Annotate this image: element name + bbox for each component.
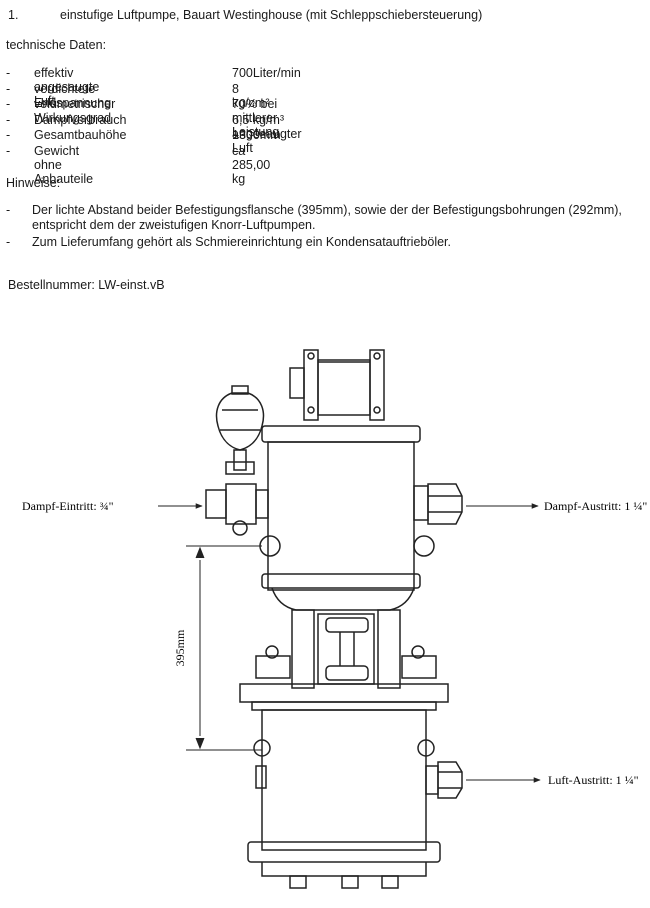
- steam-inlet-label: Dampf-Eintritt: ¾": [22, 499, 114, 513]
- air-outlet-label: Luft-Austritt: 1 ¼": [548, 773, 639, 787]
- air-outlet-fitting: [425, 761, 463, 799]
- top-flange: [289, 349, 385, 421]
- steam-outlet-label: Dampf-Austritt: 1 ¼": [544, 499, 647, 513]
- spec-value: 1300mm: [232, 128, 281, 142]
- steam-outlet-fitting: [413, 483, 463, 525]
- spec-label: verdichtete Endspannung: [34, 81, 112, 110]
- spec-label: Dampfverbrauch: [34, 112, 127, 127]
- spec-value: 8 kg/cm²: [232, 81, 270, 110]
- specs-title: technische Daten:: [6, 38, 107, 52]
- spec-value: 700Liter/min: [232, 66, 301, 80]
- notes-title: Hinweise:: [6, 176, 61, 190]
- notes-list: -Der lichte Abstand beider Befestigungsf…: [6, 203, 638, 252]
- spec-label: Gewicht ohne Anbauteile: [34, 143, 94, 186]
- connection-arrows: [158, 503, 541, 783]
- spec-value: ca 285,00 kg: [232, 143, 271, 186]
- air-cylinder: [247, 709, 441, 889]
- dimension-label: 395mm: [173, 629, 187, 666]
- order-number: Bestellnummer: LW-einst.vB: [8, 278, 165, 292]
- spec-value: 6,5 kg/m³ angesaugter Luft: [232, 112, 302, 155]
- spec-value: 70% bei mittlerer Leistung: [232, 97, 280, 139]
- pump-drawing: Dampf-Eintritt: ¾" Dampf-Austritt: 1 ¼" …: [22, 349, 647, 889]
- steam-inlet-fitting: [205, 483, 269, 536]
- lower-mounting-flange: [239, 683, 449, 711]
- steam-cylinder: [259, 425, 435, 611]
- heading-title: einstufige Luftpumpe, Bauart Westinghous…: [60, 8, 483, 22]
- middle-frame: [255, 609, 437, 689]
- spec-label: Gesamtbauhöhe: [34, 128, 127, 142]
- lubricator: [215, 385, 265, 475]
- note-text: Der lichte Abstand beider Befestigungsfl…: [32, 203, 622, 232]
- note-item: -Der lichte Abstand beider Befestigungsf…: [6, 203, 622, 232]
- heading-number: 1.: [8, 8, 19, 22]
- note-item: -Zum Lieferumfang gehört als Schmiereinr…: [6, 235, 451, 249]
- spec-label: volumetrischer Wirkungsgrad: [34, 97, 116, 125]
- spec-label: effektiv angesaugte Luft: [34, 66, 100, 108]
- dimension-line: [186, 545, 262, 751]
- note-text: Zum Lieferumfang gehört als Schmiereinri…: [32, 235, 451, 249]
